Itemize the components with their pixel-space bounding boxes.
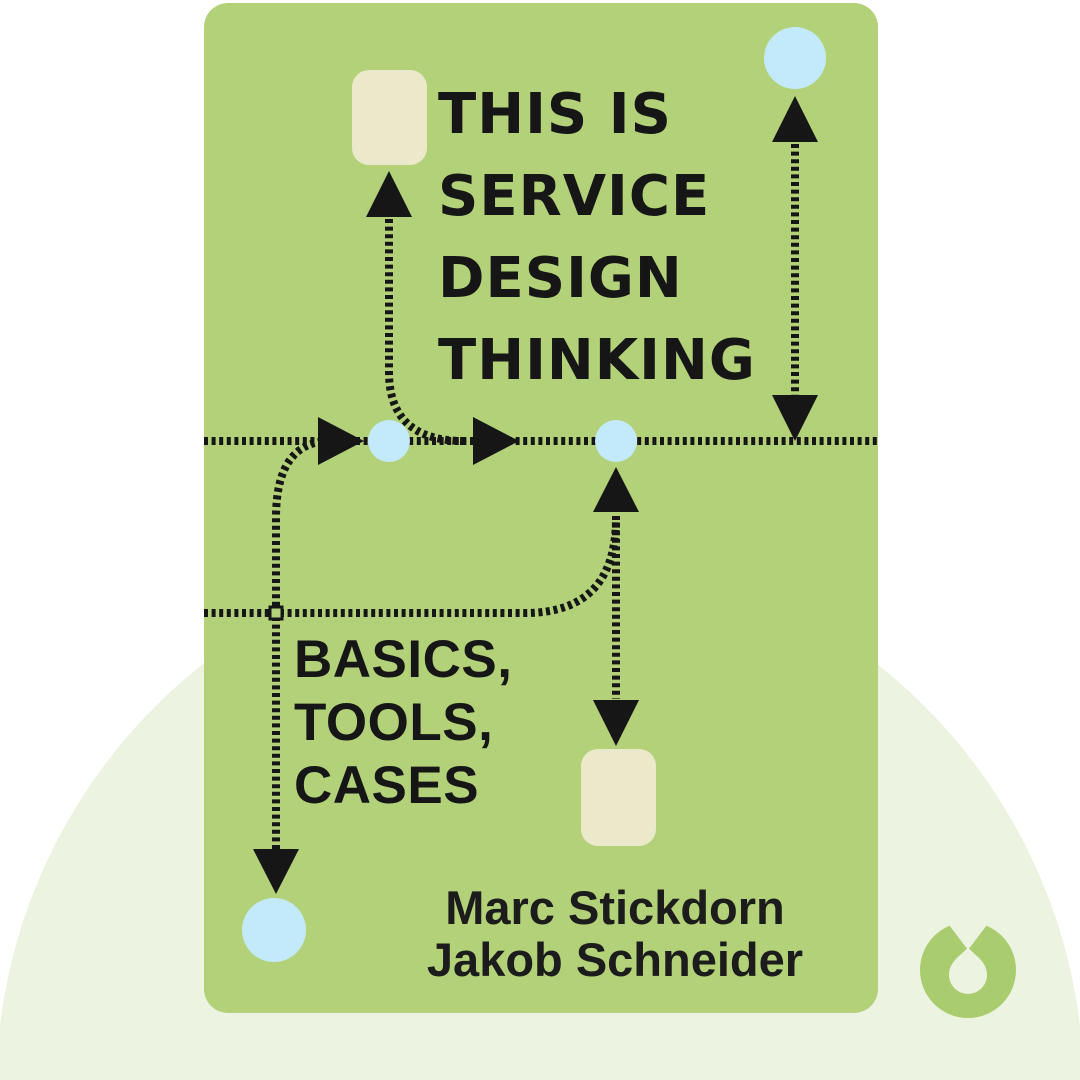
logo-notch <box>943 917 993 950</box>
cover-card <box>204 3 878 1013</box>
author-name: Marc Stickdorn <box>445 881 785 934</box>
arrow-down-icon <box>772 395 818 441</box>
line-crossing-marker <box>268 605 284 621</box>
author-name: Jakob Schneider <box>426 933 804 986</box>
subtitle-line: TOOLS, <box>294 693 494 752</box>
logo-drop-hole <box>949 948 987 994</box>
stop-rectangle-top <box>352 70 427 165</box>
arrow-up-icon <box>366 171 412 217</box>
subtitle-line: BASICS, <box>294 630 513 689</box>
book-authors: Marc Stickdorn Jakob Schneider <box>415 882 815 986</box>
station-circle-bottom-left <box>242 898 306 962</box>
station-circle <box>368 420 410 462</box>
arrow-up-icon <box>772 96 818 142</box>
title-line: THINKING <box>438 328 756 393</box>
arrow-right-icon <box>473 417 519 465</box>
top-branch-line <box>385 219 465 445</box>
arrow-down-icon <box>253 849 299 894</box>
arrow-down-icon <box>593 700 639 746</box>
stop-rectangle-bottom <box>581 749 656 846</box>
station-circles <box>242 27 826 962</box>
arrow-right-icon <box>318 417 364 465</box>
book-subtitle: BASICS, TOOLS, CASES <box>294 628 512 817</box>
book-title: THIS IS SERVICE DESIGN THINKING <box>438 74 756 402</box>
station-circle <box>595 420 637 462</box>
stop-rectangles <box>352 70 656 846</box>
station-circle-top-right <box>764 27 826 89</box>
title-line: SERVICE <box>438 164 711 229</box>
subtitle-line: CASES <box>294 756 480 815</box>
blinkist-logo-icon <box>920 917 1016 1018</box>
title-line: THIS IS <box>438 82 672 147</box>
arrowheads <box>253 96 818 894</box>
title-line: DESIGN <box>438 246 683 311</box>
arrow-up-icon <box>593 467 639 512</box>
